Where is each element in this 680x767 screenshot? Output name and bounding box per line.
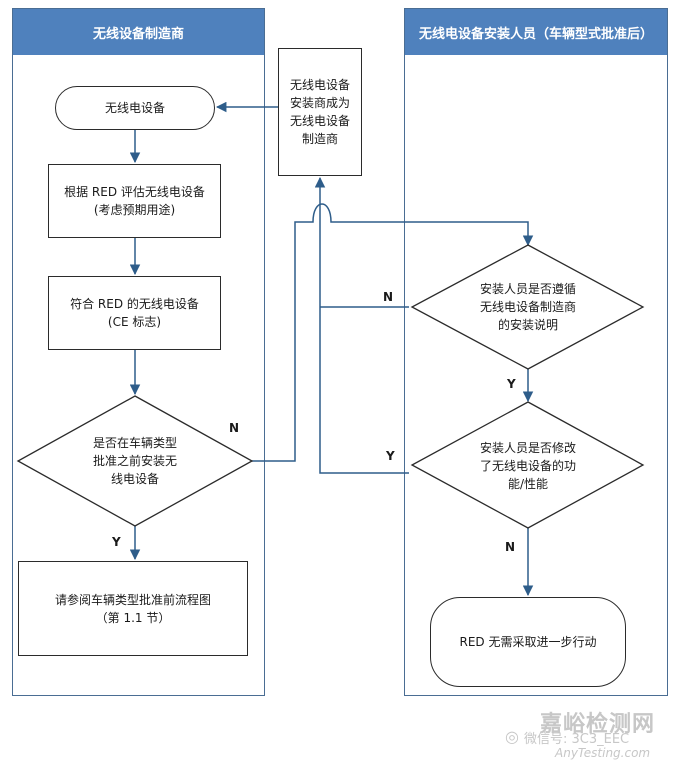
node-evaluate-line-2: (考虑预期用途)	[93, 203, 176, 217]
decision-follow-instructions-shape	[410, 244, 645, 370]
label-no-modified: N	[505, 540, 516, 554]
watermark-site-en: AnyTesting.com	[555, 746, 651, 760]
watermark-wechat: 微信号: 3C3_EEC	[524, 732, 630, 747]
node-no-action: RED 无需采取进一步行动	[430, 597, 626, 687]
node-evaluate: 根据 RED 评估无线电设备 (考虑预期用途)	[48, 164, 221, 238]
decision-before-approval-shape	[16, 395, 254, 527]
node-compliant-line-2: (CE 标志)	[107, 315, 162, 329]
arrow-modified-yes-to-installer-box	[314, 176, 409, 474]
node-radio-equipment-text: 无线电设备	[104, 101, 165, 115]
watermark-wechat-icon: ◎	[505, 727, 519, 746]
label-yes-follow-instructions: Y	[507, 377, 516, 391]
node-installer-line-4: 制造商	[301, 132, 338, 146]
decision-follow-instructions-text: 安装人员是否遵循 无线电设备制造商 的安装说明	[463, 280, 593, 334]
node-evaluate-line-1: 根据 RED 评估无线电设备	[64, 185, 205, 199]
node-installer-becomes-manufacturer: 无线电设备 安装商成为 无线电设备 制造商	[278, 48, 362, 176]
lane-title-manufacturer: 无线设备制造商	[13, 9, 264, 55]
node-refer-line-2: （第 1.1 节）	[95, 610, 171, 625]
node-compliant-line-1: 符合 RED 的无线电设备	[70, 297, 199, 311]
decision-before-approval-line-1: 是否在车辆类型	[92, 436, 177, 450]
decision-modified-line-2: 了无线电设备的功	[479, 459, 576, 473]
lane-title-installer: 无线电设备安装人员（车辆型式批准后）	[405, 9, 667, 55]
decision-follow-line-1: 安装人员是否遵循	[479, 282, 576, 296]
node-refer-line-1: 请参阅车辆类型批准前流程图	[54, 592, 211, 607]
decision-before-approval-line-3: 线电设备	[110, 472, 159, 486]
decision-before-approval-text: 是否在车辆类型 批准之前安装无 线电设备	[75, 434, 195, 488]
decision-modified-line-3: 能/性能	[507, 477, 549, 491]
decision-modified-text: 安装人员是否修改 了无线电设备的功 能/性能	[463, 439, 593, 493]
node-compliant: 符合 RED 的无线电设备 (CE 标志)	[48, 276, 221, 350]
label-no-before-approval: N	[229, 421, 240, 435]
decision-follow-line-3: 的安装说明	[497, 318, 558, 332]
node-no-action-text: RED 无需采取进一步行动	[459, 635, 597, 649]
decision-before-approval-line-2: 批准之前安装无	[92, 454, 177, 468]
lane-installer: 无线电设备安装人员（车辆型式批准后）	[404, 8, 668, 696]
node-installer-line-1: 无线电设备	[289, 78, 350, 92]
label-yes-modified: Y	[386, 449, 395, 463]
label-yes-before-approval: Y	[112, 535, 121, 549]
node-installer-line-2: 安装商成为	[289, 96, 350, 110]
watermark-site-cn: 嘉峪检测网	[540, 712, 656, 737]
node-refer-flowchart: 请参阅车辆类型批准前流程图 （第 1.1 节）	[18, 561, 248, 656]
decision-follow-line-2: 无线电设备制造商	[479, 300, 576, 314]
node-radio-equipment: 无线电设备	[55, 86, 215, 130]
decision-modified-shape	[410, 401, 645, 529]
label-no-follow-instructions: N	[383, 290, 394, 304]
decision-modified-line-1: 安装人员是否修改	[479, 441, 576, 455]
node-installer-line-3: 无线电设备	[289, 114, 350, 128]
